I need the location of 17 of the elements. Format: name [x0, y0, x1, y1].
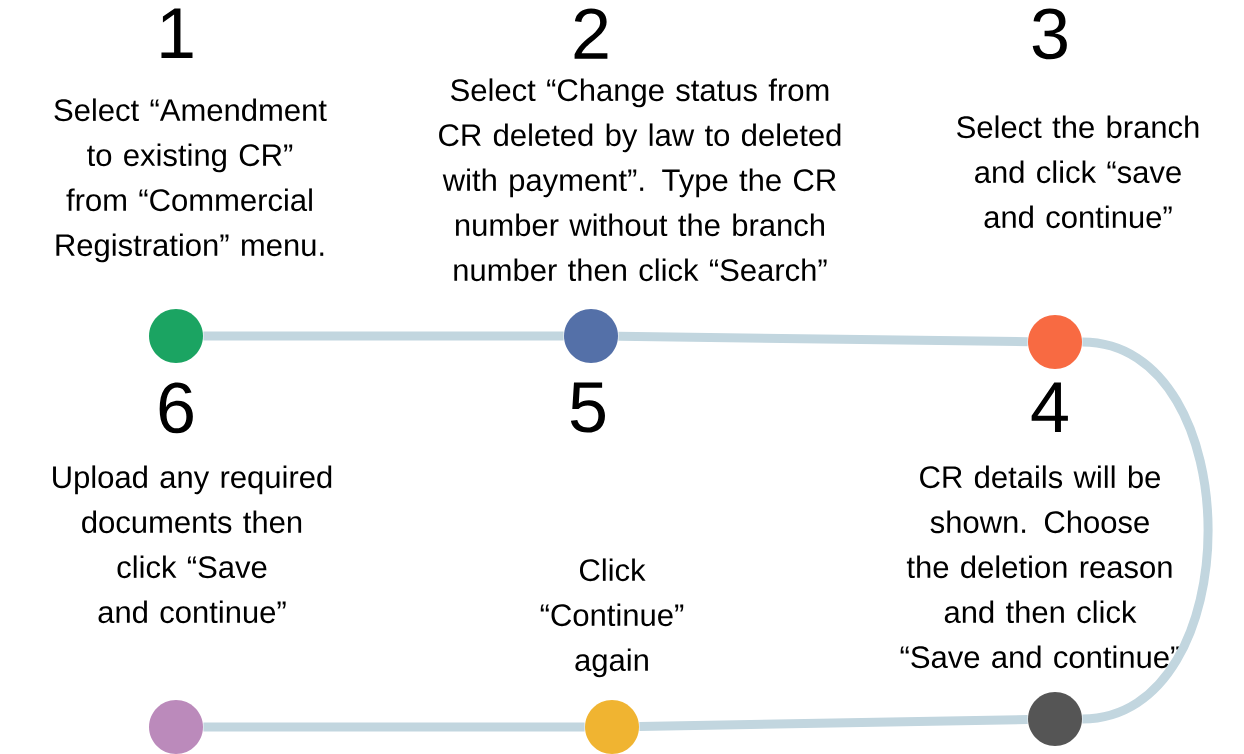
step-description: CR details will be shown. Choose the deletion reason and then click “Save and continue”	[900, 465, 1180, 669]
step-number: 1	[161, 8, 193, 58]
step-number: 5	[570, 382, 605, 433]
connector-line	[203, 331, 564, 341]
connector-line	[1081, 337, 1213, 724]
connector-line	[203, 722, 585, 732]
step-number: 2	[574, 8, 608, 59]
step-number: 4	[1031, 382, 1068, 432]
step-description: Select the branch and click “save and continue”	[957, 115, 1199, 229]
connector-line	[639, 715, 1028, 731]
step-description: Click “Continue” again	[540, 558, 684, 678]
step-description: Select “Change status from CR deleted by law to deleted with payment”. Type the CR number without the branch number then click “Search”	[439, 78, 841, 282]
step-description: Select “Amendment to existing CR” from “Commercial Registration” menu.	[54, 98, 327, 263]
step-number: 3	[1032, 8, 1067, 60]
connector-line	[618, 331, 1028, 347]
step-description: Upload any required documents then click “Save and continue”	[53, 465, 332, 624]
step-number: 6	[159, 382, 193, 434]
